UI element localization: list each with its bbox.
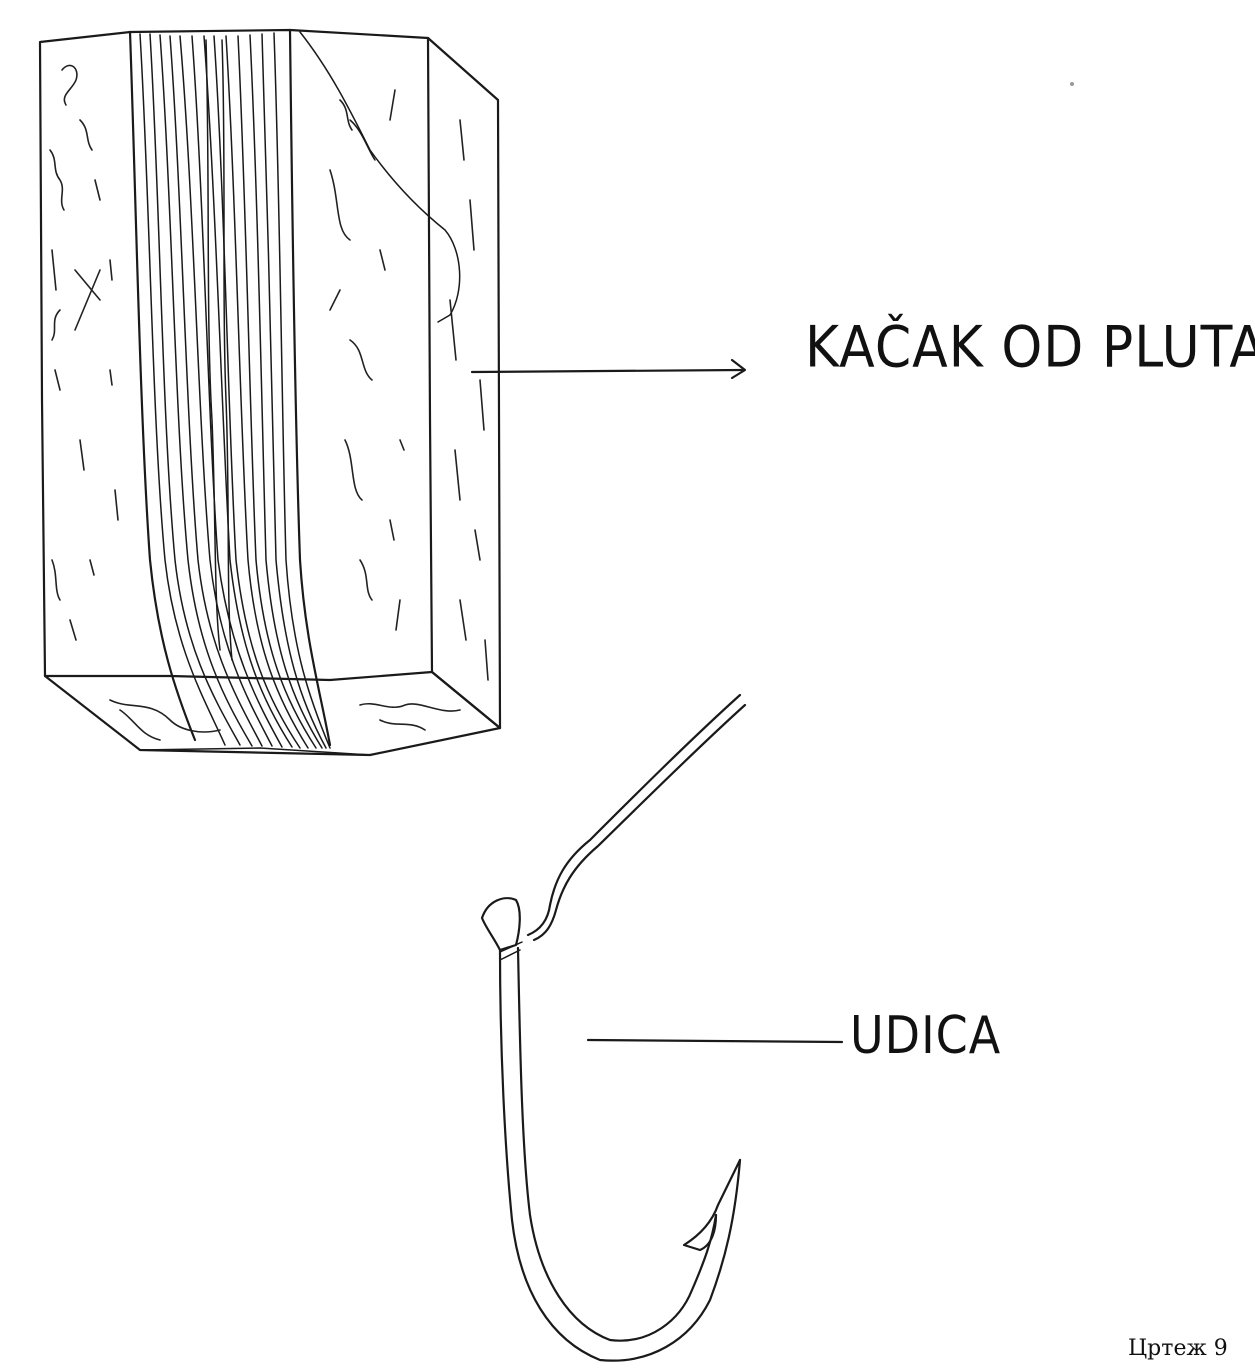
hook-shank-inner <box>518 948 716 1341</box>
hook-eye <box>482 898 520 950</box>
hook-label: UDICA <box>850 1005 1001 1065</box>
cork-leader-line <box>472 370 742 372</box>
cork-front-face <box>40 30 432 680</box>
wound-fishing-line <box>140 32 460 748</box>
speck <box>1070 82 1074 86</box>
hook-shank-outer <box>500 950 740 1361</box>
hook-barb <box>684 1160 740 1250</box>
cork-reel-drawing <box>40 30 745 755</box>
cork-reel-label: KAČAK OD PLUTA <box>805 315 1255 381</box>
fish-hook-drawing <box>482 695 842 1361</box>
cork-groove-left <box>130 32 195 740</box>
hook-leader-line <box>588 1040 842 1042</box>
figure-caption: Цртеж 9 <box>1128 1336 1228 1361</box>
